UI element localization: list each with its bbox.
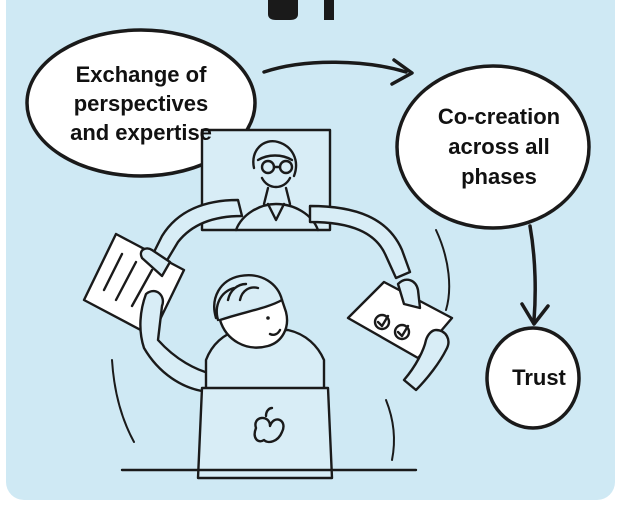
diagram-svg — [6, 0, 615, 500]
node-cocreation-shape — [395, 64, 591, 230]
node-trust-shape — [485, 326, 581, 430]
edge-exchange-to-cocreation — [262, 60, 408, 74]
heading-fragment-left — [268, 0, 298, 20]
arrowhead-cocreation — [390, 58, 414, 86]
arrowhead-trust — [520, 302, 550, 326]
motion-mark-right — [435, 229, 451, 311]
motion-mark-left — [111, 359, 135, 443]
laptop-with-logo — [196, 386, 334, 480]
node-exchange-shape — [25, 28, 257, 178]
page-bottom-margin — [0, 500, 621, 515]
heading-fragment-right — [324, 0, 334, 20]
diagram-panel: Exchange of perspectives and expertise C… — [6, 0, 615, 500]
edge-cocreation-to-trust — [528, 224, 537, 322]
motion-mark-lower-right — [385, 399, 395, 461]
video-call-screen — [200, 128, 332, 232]
